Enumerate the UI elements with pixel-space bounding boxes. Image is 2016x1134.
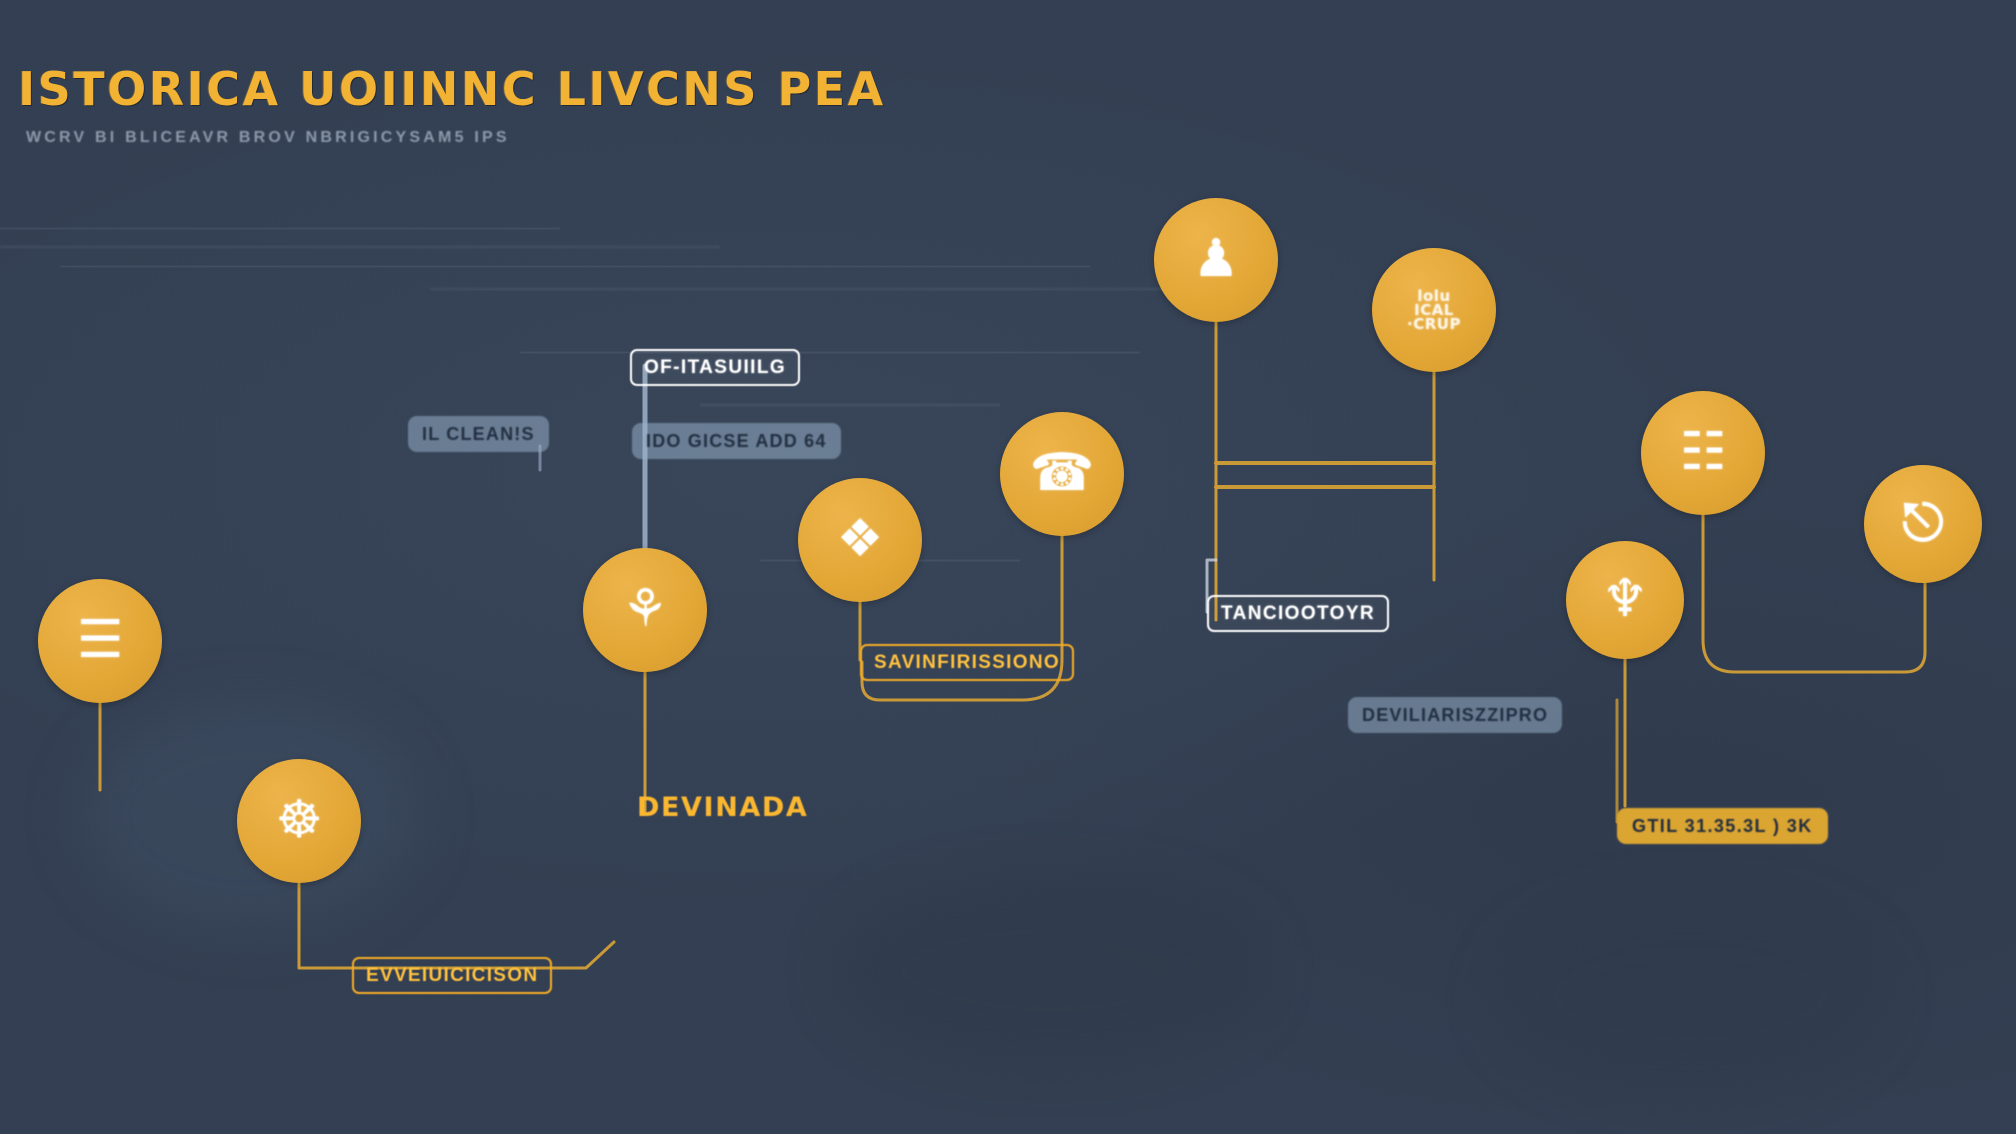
label-deviliariszzipro[interactable]: DEVILIARISZZIPRO bbox=[1348, 697, 1563, 733]
node-circle-n3[interactable]: ⚘ bbox=[583, 548, 707, 672]
block-glyph-icon: ⎋ bbox=[1902, 493, 1944, 554]
text-badge-icon: lolu ICAL ·CRUP bbox=[1407, 286, 1461, 334]
node-circle-n10[interactable]: ⎋ bbox=[1864, 465, 1982, 583]
node-circle-n6[interactable]: ♟ bbox=[1154, 198, 1278, 322]
node-circle-n8[interactable]: ☷ bbox=[1641, 391, 1765, 515]
texture-streak bbox=[0, 246, 720, 248]
texture-streak bbox=[700, 404, 1000, 406]
texture-streak bbox=[430, 288, 1190, 290]
node-circle-n2[interactable]: ☸ bbox=[237, 759, 361, 883]
device-glyph-icon: ☎ bbox=[1029, 443, 1095, 504]
label-gtil-313531[interactable]: GTIL 31.35.3L ) 3K bbox=[1617, 808, 1828, 844]
person-glyph-icon: ♟ bbox=[1192, 229, 1240, 290]
texture-streak bbox=[60, 266, 1090, 267]
cluster-glyph-icon: ❖ bbox=[836, 509, 884, 570]
wire-n5-bracket bbox=[860, 534, 1064, 702]
label-ido-gicse-add-64[interactable]: IDO GICSE ADD 64 bbox=[632, 423, 841, 459]
label-savinfirissiono[interactable]: SAVINFIRISSIONO bbox=[860, 644, 1074, 681]
node-circle-n5[interactable]: ☎ bbox=[1000, 412, 1124, 536]
texture-streak bbox=[0, 228, 560, 229]
label-devinada[interactable]: DEVINADA bbox=[637, 792, 809, 823]
wire-n2 bbox=[297, 881, 616, 970]
page-subtitle: WCRV BI BLICEAVR BROV NBRIGICYSAM5 IPS bbox=[26, 129, 510, 146]
tool-glyph-icon: ♆ bbox=[1601, 569, 1649, 630]
node-circle-n7[interactable]: lolu ICAL ·CRUP bbox=[1372, 248, 1496, 372]
node-circle-n4[interactable]: ❖ bbox=[798, 478, 922, 602]
node-circle-n9[interactable]: ♆ bbox=[1566, 541, 1684, 659]
label-of-itasuiilg[interactable]: OF-ITASUIILG bbox=[630, 349, 801, 386]
texture-streak bbox=[520, 352, 1140, 353]
wire-n8-n10-bracket bbox=[1701, 513, 1927, 674]
wire-l7 bbox=[1205, 558, 1218, 614]
label-tanciootoyr[interactable]: TANCIOOTOYR bbox=[1207, 595, 1390, 632]
node-circle-n1[interactable]: ☰ bbox=[38, 579, 162, 703]
page-title: ISTORICA UOIINNC LIVCNS PEA bbox=[18, 62, 886, 116]
plant-glyph-icon: ⚘ bbox=[621, 579, 669, 640]
document-glyph-icon: ☰ bbox=[76, 610, 124, 671]
label-il-cleans[interactable]: IL CLEAN!S bbox=[408, 416, 549, 452]
gear-glyph-icon: ☸ bbox=[275, 790, 323, 851]
header: ISTORICA UOIINNC LIVCNS PEA WCRV BI BLIC… bbox=[18, 62, 886, 147]
label-evveiuicicison[interactable]: EVVEIUICICISON bbox=[352, 957, 553, 994]
stack-glyph-icon: ☷ bbox=[1679, 422, 1727, 483]
